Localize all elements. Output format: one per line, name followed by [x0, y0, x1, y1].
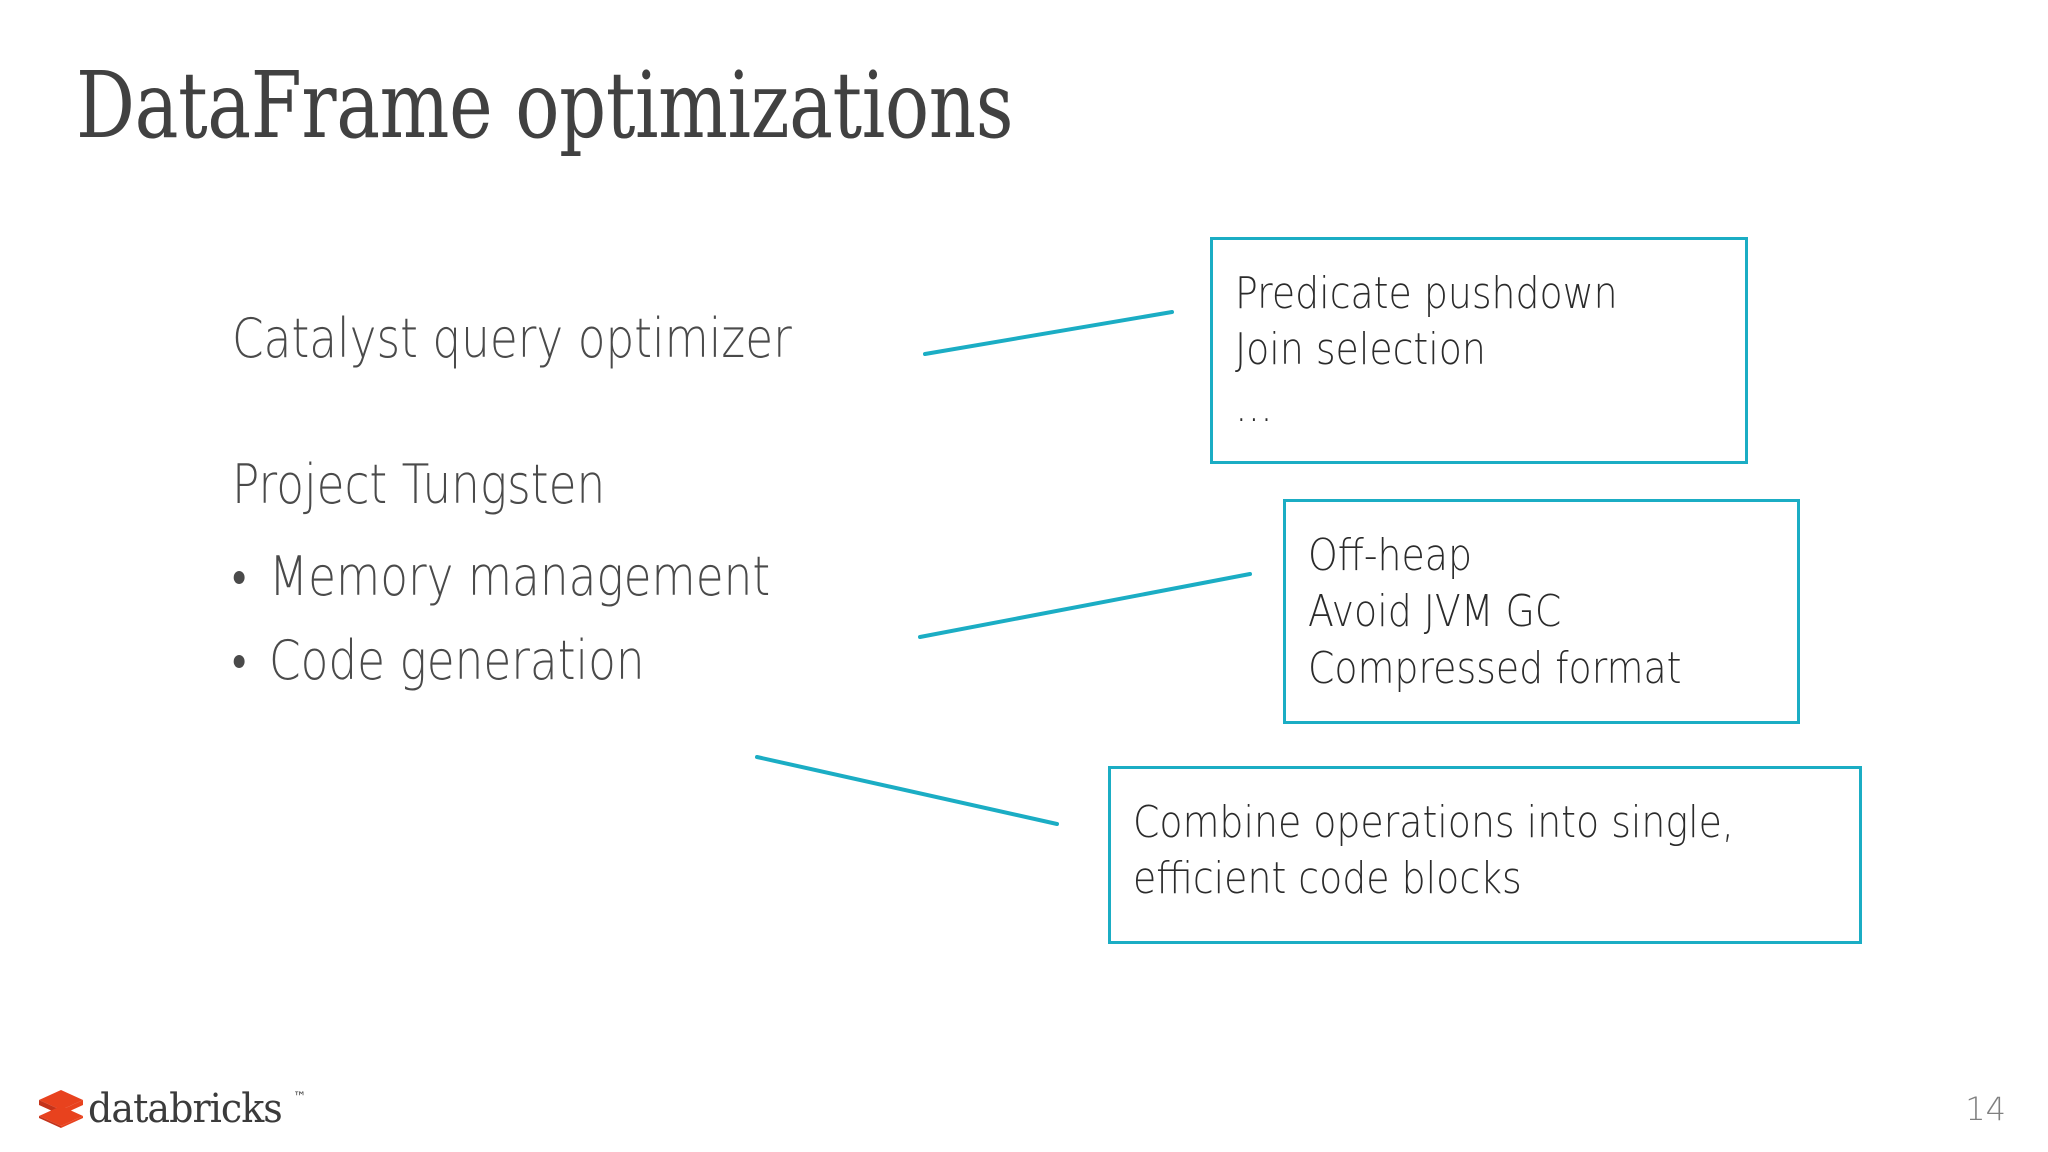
page-title: DataFrame optimizations	[76, 52, 1014, 159]
callout-line: Join selection	[1235, 324, 1486, 376]
callout-line-ellipsis: …	[1235, 380, 1273, 432]
body-line-tungsten-heading: Project Tungsten	[232, 453, 606, 516]
bullet-item-code-generation: Code generation	[232, 634, 870, 688]
callout-content: Combine operations into single, efficien…	[1111, 769, 1859, 908]
bullet-label: Memory management	[268, 545, 771, 608]
connector-code-generation	[755, 755, 1059, 826]
databricks-logo: databricks ™	[38, 1086, 306, 1132]
databricks-wordmark: databricks	[88, 1086, 283, 1132]
bullet-dot-icon	[233, 655, 245, 668]
trademark-symbol: ™	[293, 1090, 307, 1105]
bullet-label: Code generation	[268, 629, 645, 692]
callout-box-predicate-pushdown: Predicate pushdown Join selection …	[1210, 237, 1748, 464]
callout-line: Compressed format	[1308, 642, 1682, 694]
body-line-catalyst: Catalyst query optimizer	[232, 307, 792, 370]
callout-line: Predicate pushdown	[1235, 268, 1618, 319]
callout-line: Combine operations into single, efficien…	[1133, 797, 1734, 905]
callout-line: Avoid JVM GC	[1308, 586, 1562, 638]
bullet-dot-icon	[233, 571, 245, 584]
callout-line: Off-heap	[1308, 530, 1472, 581]
bullet-item-memory-management: Memory management	[232, 550, 870, 604]
databricks-logo-icon	[38, 1089, 84, 1129]
callout-box-combine-operations: Combine operations into single, efficien…	[1108, 766, 1862, 944]
body-content: Catalyst query optimizer Project Tungste…	[232, 312, 992, 718]
callout-content: Off-heap Avoid JVM GC Compressed format	[1286, 502, 1797, 697]
page-number: 14	[1965, 1090, 2006, 1128]
callout-content: Predicate pushdown Join selection …	[1213, 240, 1745, 435]
callout-box-off-heap: Off-heap Avoid JVM GC Compressed format	[1283, 499, 1800, 724]
